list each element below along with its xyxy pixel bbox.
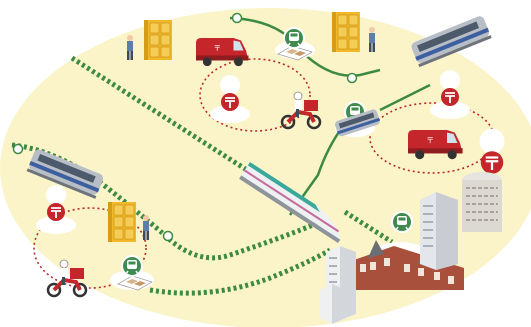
commuter-train-icon	[26, 149, 104, 199]
parcel-locker-icon	[331, 11, 361, 53]
commuter-train-icon	[411, 16, 492, 68]
train-station-icon	[283, 27, 305, 49]
delivery-loop-upper	[199, 58, 311, 132]
shinkansen-rail-line	[70, 55, 252, 175]
post-base-disc	[430, 101, 470, 119]
office-tower-icon	[462, 172, 502, 232]
post-base-disc	[210, 105, 250, 123]
delivery-loop-left	[33, 207, 147, 289]
route-node	[12, 143, 24, 155]
rail-line-lower-branch	[149, 247, 332, 296]
parcel-locker-icon	[143, 19, 173, 61]
route-node	[346, 72, 358, 84]
office-tower-icon	[420, 192, 458, 270]
train-station-icon	[121, 255, 143, 277]
route-node	[162, 230, 174, 242]
train-station-icon	[391, 211, 413, 233]
commuter-train-icon	[335, 109, 380, 137]
shinkansen-icon	[239, 162, 341, 244]
route-node	[231, 12, 243, 24]
office-tower-icon	[320, 284, 346, 324]
post-base-disc	[36, 216, 76, 234]
parcel-locker-icon	[107, 201, 137, 243]
route-line-right-2	[379, 83, 431, 112]
